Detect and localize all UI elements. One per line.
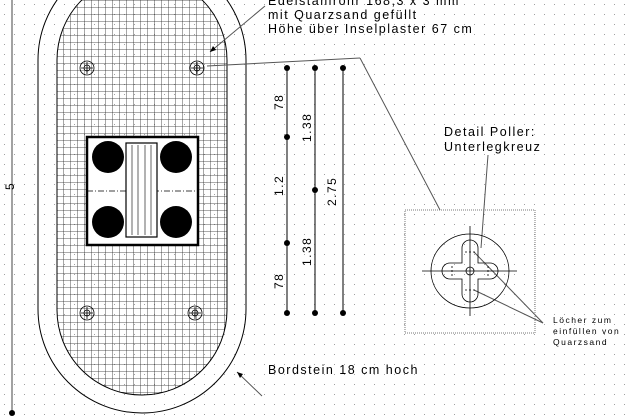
holes-line-1: Löcher zum	[553, 315, 612, 325]
holes-line-2: einfüllen von	[553, 326, 620, 336]
dim-1-38-bottom: 1.38	[300, 237, 314, 266]
dim-1-38-top: 1.38	[300, 113, 314, 142]
curb-label: Bordstein 18 cm hoch	[268, 363, 419, 377]
dim-2-75: 2.75	[325, 177, 339, 206]
bolt-icons	[79, 60, 205, 321]
cross-plate-detail	[422, 226, 517, 316]
curb-outline	[37, 0, 247, 414]
dimension-dots	[284, 65, 346, 316]
dimension-dot	[9, 410, 15, 416]
detail-frame	[404, 209, 536, 334]
material-line-1: Edelstahlrohr 168,3 x 3 mm	[268, 0, 460, 8]
dim-78-bottom: 78	[272, 273, 286, 289]
material-line-3: Höhe über Inselplaster 67 cm	[268, 22, 473, 36]
left-dimension-label: 5	[3, 182, 17, 190]
detail-title-1: Detail Poller:	[444, 125, 536, 139]
island-outline	[56, 0, 228, 396]
detail-title-2: Unterlegkreuz	[444, 140, 541, 154]
dim-78-top: 78	[272, 94, 286, 110]
holes-line-3: Quarzsand	[553, 337, 608, 347]
material-line-2: mit Quarzsand gefüllt	[268, 8, 418, 22]
bollard-foundation	[85, 135, 200, 247]
dim-1-2: 1.2	[272, 175, 286, 196]
